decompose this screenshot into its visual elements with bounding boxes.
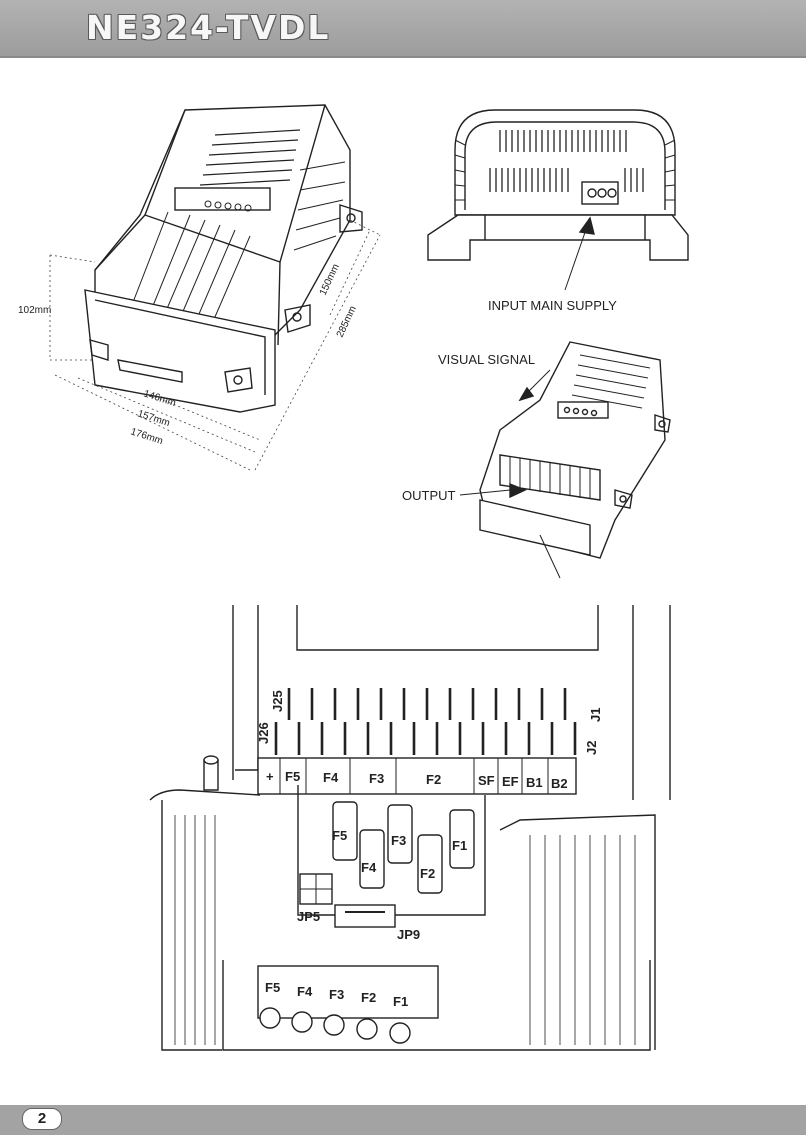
fuse-f5-label: F5	[332, 828, 347, 843]
dimension-height-label: 102mm	[18, 305, 51, 316]
jumper-jp5-label: JP5	[297, 909, 320, 924]
bottom-f1-label: F1	[393, 994, 408, 1009]
front-view-figure	[428, 110, 688, 290]
connector-j25-label: J25	[270, 690, 285, 712]
fuse-f3-label: F3	[391, 833, 406, 848]
visual-signal-label: VISUAL SIGNAL	[438, 352, 535, 367]
connector-j1-label: J1	[588, 708, 603, 722]
terminal-b2-label: B2	[551, 776, 568, 791]
connector-j26-label: J26	[256, 722, 271, 744]
page-footer	[0, 1105, 806, 1135]
connector-j2-label: J2	[584, 741, 599, 755]
terminal-sf-label: SF	[478, 773, 495, 788]
dimension-width-176-label: 176mm	[129, 426, 164, 447]
dimension-length-label: 285mm	[335, 304, 359, 339]
page-number: 2	[22, 1108, 62, 1130]
fuse-f2-label: F2	[420, 866, 435, 881]
bottom-f4-label: F4	[297, 984, 313, 999]
input-main-supply-label: INPUT MAIN SUPPLY	[488, 298, 617, 313]
output-label: OUTPUT	[402, 488, 456, 503]
terminal-b1-label: B1	[526, 775, 543, 790]
board-detail-figure	[150, 605, 670, 1050]
bottom-f2-label: F2	[361, 990, 376, 1005]
terminal-f5-label: F5	[285, 769, 300, 784]
bottom-f5-label: F5	[265, 980, 280, 995]
open-unit-figure	[460, 342, 670, 578]
terminal-plus-label: +	[266, 769, 274, 784]
bottom-f3-label: F3	[329, 987, 344, 1002]
fuse-f4-label: F4	[361, 860, 377, 875]
jumper-jp9-label: JP9	[397, 927, 420, 942]
fuse-f1-label: F1	[452, 838, 467, 853]
terminal-f3-label: F3	[369, 771, 384, 786]
terminal-ef-label: EF	[502, 774, 519, 789]
terminal-f4-label: F4	[323, 770, 339, 785]
dimension-width-157-label: 157mm	[136, 408, 171, 429]
terminal-f2-label: F2	[426, 772, 441, 787]
